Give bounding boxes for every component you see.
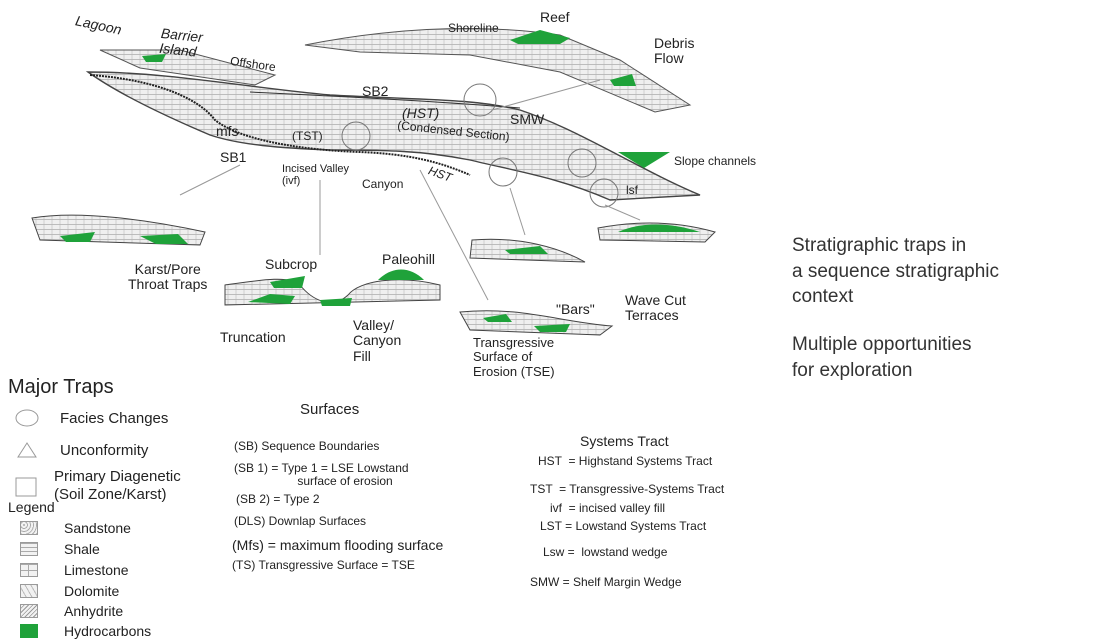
label-paleohill: Paleohill bbox=[382, 251, 435, 267]
legend-label: Hydrocarbons bbox=[64, 623, 152, 639]
hydrocarbons-icon bbox=[20, 624, 38, 638]
sandstone-icon bbox=[20, 521, 38, 535]
bars-hydrocarbon-1 bbox=[483, 314, 512, 322]
legend-label: Dolomite bbox=[64, 583, 120, 599]
systems-tract-title: Systems Tract bbox=[580, 433, 669, 449]
label-truncation: Truncation bbox=[220, 329, 286, 345]
label-reef: Reef bbox=[540, 9, 570, 25]
surfaces-title: Surfaces bbox=[300, 401, 360, 418]
major-trap-facies: Facies Changes bbox=[14, 408, 168, 428]
slope-channels-hydrocarbon bbox=[618, 152, 670, 168]
label-sb2: SB2 bbox=[362, 83, 389, 99]
label-valley-fill: Valley/ Canyon Fill bbox=[353, 317, 402, 364]
label-sb1: SB1 bbox=[220, 149, 247, 165]
major-trap-label: Facies Changes bbox=[60, 409, 169, 427]
caption-subtitle: Multiple opportunities for exploration bbox=[792, 334, 972, 381]
cross-section-diagram bbox=[31, 27, 716, 336]
label-wave-cut: Wave Cut Terraces bbox=[625, 292, 686, 324]
surface-item: (SB 1) = Type 1 = LSE Lowstand surface o… bbox=[234, 461, 409, 489]
shale-icon bbox=[20, 542, 38, 556]
major-trap-unconformity: Unconformity bbox=[14, 440, 148, 460]
label-tse: Transgressive Surface of Erosion (TSE) bbox=[473, 335, 555, 379]
surface-item: (TS) Transgressive Surface = TSE bbox=[232, 558, 415, 572]
systems-tract-item: LST = Lowstand Systems Tract bbox=[540, 519, 707, 533]
legend-dolomite: Dolomite bbox=[20, 583, 119, 599]
label-bars: "Bars" bbox=[556, 301, 595, 317]
label-incised-valley: Incised Valley (ivf) bbox=[282, 163, 350, 188]
label-mfs: mfs bbox=[216, 123, 239, 139]
debris-flow-hydrocarbon bbox=[610, 74, 636, 86]
legend-shale: Shale bbox=[20, 541, 100, 557]
label-subcrop: Subcrop bbox=[265, 256, 318, 272]
circle-icon bbox=[15, 409, 39, 427]
legend-hydrocarbons: Hydrocarbons bbox=[20, 623, 151, 639]
paleohill-hydrocarbon bbox=[378, 269, 424, 280]
truncation-hydrocarbon bbox=[248, 294, 295, 304]
systems-tract-item: TST = Transgressive-Systems Tract bbox=[530, 482, 725, 496]
sb2-line bbox=[249, 91, 521, 109]
reef-platform bbox=[304, 27, 692, 113]
barrier-island-wedge bbox=[99, 49, 277, 86]
caption-title: Stratigraphic traps in a sequence strati… bbox=[792, 235, 1000, 308]
karst-hydrocarbon-1 bbox=[60, 232, 95, 242]
legend-label: Limestone bbox=[64, 562, 129, 578]
systems-tract-item: HST = Highstand Systems Tract bbox=[538, 454, 713, 468]
legend-sandstone: Sandstone bbox=[20, 520, 131, 536]
subcrop-hydrocarbon bbox=[270, 276, 305, 288]
dolomite-icon bbox=[20, 584, 38, 598]
systems-tract-item: SMW = Shelf Margin Wedge bbox=[530, 575, 682, 589]
major-traps-title: Major Traps bbox=[8, 376, 114, 398]
label-barrier-island: Barrier Island bbox=[158, 24, 204, 61]
sequence-body bbox=[85, 71, 701, 201]
label-smw: SMW bbox=[510, 111, 545, 127]
right-terrace-hydrocarbon bbox=[618, 224, 700, 232]
surface-item: (SB 2) = Type 2 bbox=[236, 492, 320, 506]
slope-hydrocarbon bbox=[505, 246, 548, 254]
legend-title: Legend bbox=[8, 499, 55, 515]
reef-hydrocarbon bbox=[510, 30, 570, 44]
label-debris-flow: Debris Flow bbox=[654, 35, 695, 67]
barrier-island-hydrocarbon bbox=[142, 54, 166, 62]
surface-item: (Mfs) = maximum flooding surface bbox=[232, 537, 444, 553]
triangle-icon bbox=[17, 442, 37, 458]
karst-hydrocarbon-2 bbox=[140, 234, 188, 244]
legend-label: Anhydrite bbox=[64, 603, 124, 619]
bars-hydrocarbon-2 bbox=[534, 324, 570, 332]
major-trap-label: Unconformity bbox=[60, 441, 149, 459]
label-hst: (HST) bbox=[402, 105, 440, 121]
label-tst: (TST) bbox=[292, 129, 323, 143]
right-terrace-block bbox=[597, 222, 716, 243]
label-slope-channels: Slope channels bbox=[674, 154, 757, 168]
label-canyon: Canyon bbox=[362, 177, 404, 191]
sequence-boundary-line bbox=[89, 74, 471, 176]
legend-anhydrite: Anhydrite bbox=[20, 603, 123, 619]
systems-tract-item: Lsw = lowstand wedge bbox=[543, 545, 668, 559]
legend-label: Shale bbox=[64, 541, 100, 557]
major-trap-diagenetic: Primary Diagenetic (Soil Zone/Karst) bbox=[14, 468, 181, 504]
anhydrite-icon bbox=[20, 604, 38, 618]
surface-item: (SB) Sequence Boundaries bbox=[234, 439, 380, 453]
legend-label: Sandstone bbox=[64, 520, 131, 536]
legend-limestone: Limestone bbox=[20, 562, 129, 578]
label-lsf: lsf bbox=[626, 183, 638, 197]
major-trap-label: Primary Diagenetic (Soil Zone/Karst) bbox=[54, 468, 181, 503]
label-karst: Karst/Pore Throat Traps bbox=[128, 261, 208, 293]
systems-tract-item: ivf = incised valley fill bbox=[550, 501, 666, 515]
valley-hydrocarbon bbox=[320, 298, 352, 306]
label-shoreline: Shoreline bbox=[448, 21, 499, 35]
surface-item: (DLS) Downlap Surfaces bbox=[234, 514, 367, 528]
square-icon bbox=[15, 477, 37, 497]
limestone-icon bbox=[20, 563, 38, 577]
